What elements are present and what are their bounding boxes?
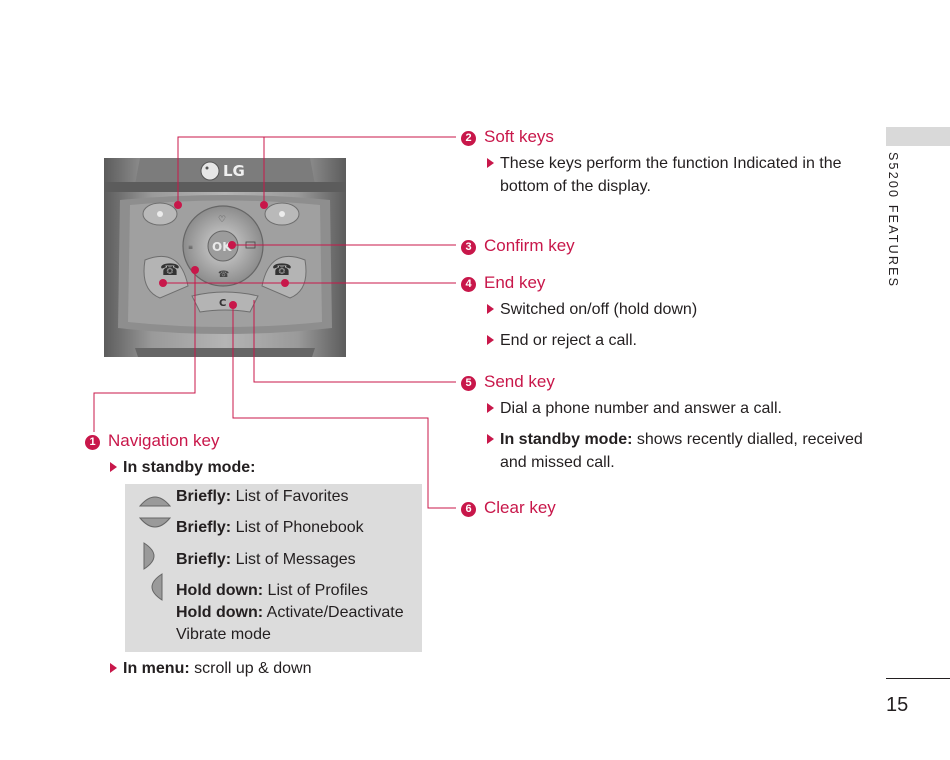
navigation-menu-text: scroll up & down [189,660,312,677]
nav-item-mode: Hold down: [176,582,264,599]
callout-number: 1 [85,435,100,450]
nav-item-messages: Briefly: List of Messages [176,551,356,569]
send-key-title: Send key [484,372,555,391]
nav-item-favorites: Briefly: List of Favorites [176,488,349,506]
nav-item-text: List of Favorites [231,488,349,505]
clear-key-heading: 6 Clear key [461,498,556,518]
end-key-heading: 4 End key [461,273,545,293]
soft-keys-heading: 2 Soft keys [461,127,554,147]
phone-keypad-illustration: ☎ ☎ C OK ♡ ☎ ≡ LG [104,158,346,357]
end-key-bullet-text: Switched on/off (hold down) [500,301,698,318]
navigation-standby-label: In standby mode: [123,459,256,476]
send-key-bullet-1: Dial a phone number and answer a call. [487,397,857,420]
nav-item-text: List of Messages [231,551,356,568]
nav-item-mode: Briefly: [176,519,232,536]
send-key-bullet-2: In standby mode: shows recently dialled,… [487,428,867,474]
callout-number: 5 [461,376,476,391]
end-key-bullet-1: Switched on/off (hold down) [487,298,857,321]
navigation-menu-label: In menu: [123,660,190,677]
end-key-title: End key [484,273,546,292]
confirm-key-heading: 3 Confirm key [461,236,575,256]
nav-item-text: List of Profiles [263,582,369,599]
nav-item-mode: Hold down: [176,604,264,621]
navigation-key-heading: 1 Navigation key [85,431,220,451]
bullet-arrow-icon [487,434,494,444]
nav-item-text: Activate/Deactivate [263,604,404,621]
svg-text:☎: ☎ [218,270,229,280]
nav-item-mode: Briefly: [176,551,232,568]
send-key-heading: 5 Send key [461,372,555,392]
send-key-bullet-text: Dial a phone number and answer a call. [500,400,782,417]
nav-down-icon [138,517,172,528]
callout-number: 3 [461,240,476,255]
nav-item-vibrate-continued: Vibrate mode [176,626,271,643]
navigation-functions-panel [125,484,422,652]
brand-logo: LG [223,162,245,180]
send-standby-description: shows recently dialled, received and mis… [500,431,863,471]
navigation-key-title: Navigation key [108,431,220,450]
page-number: 15 [886,694,909,716]
send-standby-label: In standby mode: [500,431,633,448]
callout-number: 4 [461,277,476,292]
end-key-bullet-text: End or reject a call. [500,332,637,349]
clear-key-label: C [219,298,226,309]
svg-text:☎: ☎ [160,260,180,279]
bullet-arrow-icon [487,403,494,413]
soft-keys-bullet: These keys perform the function Indicate… [487,152,857,198]
svg-text:☎: ☎ [272,260,292,279]
callout-number: 2 [461,131,476,146]
page-number-rule [886,678,950,679]
sidebar-tab-block [886,127,950,146]
nav-right-icon [143,542,155,570]
nav-up-icon [138,496,172,507]
bullet-arrow-icon [110,462,117,472]
confirm-key-title: Confirm key [484,236,575,255]
bullet-arrow-icon [110,663,117,673]
soft-keys-title: Soft keys [484,127,554,146]
clear-key-title: Clear key [484,498,556,517]
callout-number: 6 [461,502,476,517]
bullet-arrow-icon [487,158,494,168]
send-key-standby-text: In standby mode: shows recently dialled,… [487,428,867,474]
section-title: S5200 FEATURES [886,152,900,289]
end-key-bullet-2: End or reject a call. [487,329,857,352]
soft-keys-description: These keys perform the function Indicate… [500,155,842,195]
nav-item-vibrate: Hold down: Activate/Deactivate [176,604,404,622]
bullet-arrow-icon [487,335,494,345]
nav-item-text: List of Phonebook [231,519,364,536]
bullet-arrow-icon [487,304,494,314]
nav-item-profiles: Hold down: List of Profiles [176,582,368,600]
nav-left-icon [151,573,163,601]
nav-item-phonebook: Briefly: List of Phonebook [176,519,364,537]
svg-text:♡: ♡ [218,215,226,225]
ok-key-label: OK [212,240,232,254]
nav-item-mode: Briefly: [176,488,232,505]
navigation-standby-bullet: In standby mode: [110,456,410,479]
navigation-menu-bullet: In menu: scroll up & down [110,657,410,680]
svg-text:≡: ≡ [188,244,193,251]
